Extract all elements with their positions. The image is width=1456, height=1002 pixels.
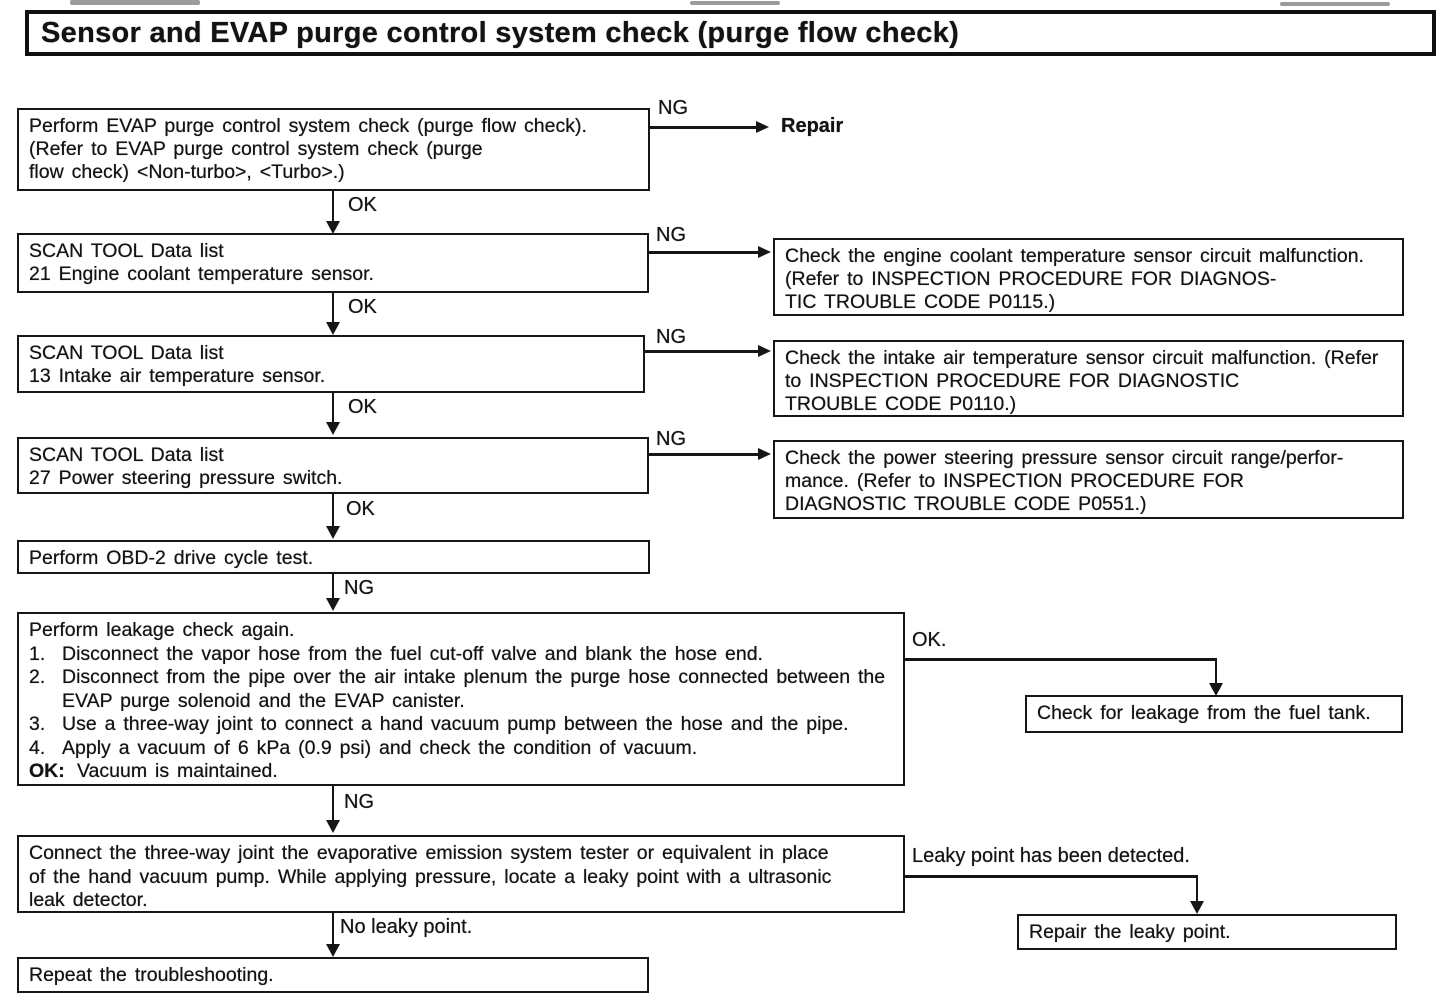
edge-label-ok-evap: OK [348, 194, 377, 216]
result-psp-dtc: Check the power steering pressure sensor… [773, 440, 1404, 519]
edge-label-ok-scan13: OK [348, 396, 377, 418]
edge-label-ng-evap: NG [658, 97, 688, 119]
arrow-down-icon [1209, 683, 1223, 696]
result-repair: Repair [781, 115, 844, 137]
edge-label-ok-leakage: OK. [912, 629, 947, 651]
edge-label-ng-obd2: NG [344, 577, 374, 599]
step-emission-tester: Connect the three-way joint the evaporat… [17, 835, 905, 913]
scan-artifact [690, 1, 780, 5]
arrow-down-icon [326, 221, 340, 234]
arrow-right-icon [758, 448, 771, 460]
leakage-item: 1. Disconnect the vapor hose from the fu… [29, 642, 763, 665]
leakage-item: 2. Disconnect from the pipe over the air… [29, 666, 886, 712]
arrow-down-icon [1190, 901, 1204, 914]
connector-scan21-ng-line [649, 251, 759, 254]
edge-label-leaky-detected: Leaky point has been detected. [912, 845, 1190, 867]
arrow-down-icon [326, 944, 340, 957]
step-evap-purge-check: Perform EVAP purge control system check … [17, 108, 650, 191]
step-obd2-drive-cycle: Perform OBD-2 drive cycle test. [17, 540, 650, 574]
edge-label-ok-scan27: OK [346, 498, 375, 520]
result-ect-dtc: Check the engine coolant temperature sen… [773, 238, 1404, 316]
connector-scan21-ok-line [332, 293, 334, 322]
step-leakage-check: Perform leakage check again. 1. Disconne… [17, 612, 905, 786]
edge-label-ok-scan21: OK [348, 296, 377, 318]
arrow-down-icon [326, 598, 340, 611]
connector-scan13-ok-line [332, 393, 334, 422]
connector-leaky-hline [903, 875, 1198, 878]
step-repeat-troubleshooting: Repeat the troubleshooting. [17, 957, 649, 993]
result-repair-leaky-point: Repair the leaky point. [1017, 914, 1397, 950]
result-iat-dtc: Check the intake air temperature sensor … [773, 340, 1404, 417]
connector-leaky-vline [1196, 875, 1198, 902]
leakage-heading: Perform leakage check again. [29, 619, 295, 641]
arrow-right-icon [756, 121, 769, 133]
result-fuel-tank-check: Check for leakage from the fuel tank. [1025, 695, 1403, 733]
arrow-down-icon [326, 422, 340, 435]
edge-label-ng-leakage: NG [344, 791, 374, 813]
scan-artifact [70, 0, 200, 5]
edge-label-ng-scan27: NG [656, 428, 686, 450]
step-scan-13-iat: SCAN TOOL Data list 13 Intake air temper… [17, 335, 645, 393]
arrow-down-icon [326, 526, 340, 539]
leakage-item: 4. Apply a vacuum of 6 kPa (0.9 psi) and… [29, 736, 698, 759]
connector-obd2-ng-line [332, 574, 334, 598]
leakage-item: 3. Use a three-way joint to connect a ha… [29, 713, 849, 735]
edge-label-ng-scan21: NG [656, 224, 686, 246]
arrow-right-icon [758, 345, 771, 357]
connector-no-leak-line [332, 913, 334, 944]
connector-scan27-ng-line [649, 453, 759, 456]
edge-label-ng-scan13: NG [656, 326, 686, 348]
connector-leakage-ng-line [332, 786, 334, 820]
connector-evap-ng-line [650, 126, 757, 129]
scan-artifact [1280, 2, 1390, 6]
arrow-down-icon [326, 820, 340, 833]
connector-scan27-ok-line [332, 494, 334, 527]
arrow-down-icon [326, 322, 340, 335]
connector-leakage-ok-hline [905, 658, 1217, 661]
arrow-right-icon [758, 246, 771, 258]
edge-label-no-leaky-point: No leaky point. [340, 916, 473, 938]
connector-evap-ok-line [332, 191, 334, 222]
connector-scan13-ng-line [645, 350, 759, 353]
page-title: Sensor and EVAP purge control system che… [25, 10, 1436, 56]
connector-leakage-ok-vline [1215, 658, 1217, 684]
step-scan-21-ect: SCAN TOOL Data list 21 Engine coolant te… [17, 233, 649, 293]
leakage-ok-line: OK: Vacuum is maintained. [29, 760, 278, 782]
step-scan-27-psp: SCAN TOOL Data list 27 Power steering pr… [17, 437, 649, 494]
